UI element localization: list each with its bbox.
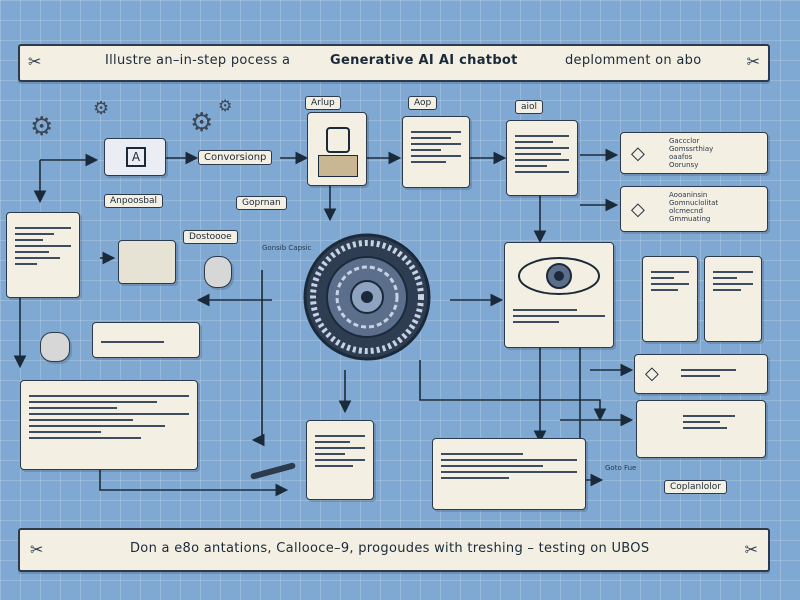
laptop-icon: A [104, 138, 166, 176]
scissors-icon: ✂ [746, 52, 760, 71]
robot-document-card [307, 112, 367, 186]
right-card-1: ◇ Gaccclor Gomssrthiay oaafos Oorunsy [620, 132, 768, 174]
connector [251, 270, 265, 447]
folder-stack [118, 240, 176, 284]
diamond-icon: ◇ [631, 199, 645, 220]
right-card-3: ◇ [634, 354, 768, 394]
code-editor-panel [20, 380, 198, 470]
label-aop: Aop [408, 96, 438, 110]
right-card-1-text: Gaccclor Gomssrthiay oaafos Oorunsy [669, 137, 714, 169]
scissors-icon: ✂ [28, 52, 42, 71]
header-banner: ✂ Illustre an–in-step pocess a Generativ… [18, 44, 770, 82]
gear-icon: ⚙ [190, 108, 214, 138]
label-aiol: aiol [515, 100, 544, 114]
code-panel [6, 212, 80, 298]
gear-icon: ⚙ [30, 112, 54, 142]
diamond-icon: ◇ [631, 143, 645, 164]
header-title-left: Illustre an–in-step pocess a [105, 53, 291, 68]
document-card [402, 116, 470, 188]
eye-panel [504, 242, 614, 348]
neural-core-icon [303, 233, 431, 361]
connector [419, 360, 607, 422]
gear-icon: ⚙ [218, 96, 233, 115]
phone-panel [704, 256, 762, 342]
header-title-mid: Generative AI AI chatbot [330, 53, 518, 68]
label-goprnan: Goprnan [236, 196, 287, 210]
scissors-icon: ✂ [30, 540, 44, 559]
label-anpoosbal: Anpoosbal [104, 194, 164, 208]
right-card-2-text: Aooaninsin Gomnuclolitat olcmecnd Gmmuat… [669, 191, 719, 223]
label-copanloior: Coplanlolor [664, 480, 727, 494]
eye-icon [518, 257, 600, 295]
label-fue: Goto Fue [605, 464, 637, 472]
document-card [506, 120, 578, 196]
phone-panel [642, 256, 698, 342]
label-capsule: Gonsib Capsic [262, 244, 312, 252]
browser-panel [432, 438, 586, 510]
label-dostoooe: Dostoooe [183, 230, 238, 244]
header-title-right: deplomment on abo [565, 53, 702, 68]
right-card-4 [636, 400, 766, 458]
database-icon [204, 256, 232, 288]
document-card [306, 420, 374, 500]
right-card-2: ◇ Aooaninsin Gomnuclolitat olcmecnd Gmmu… [620, 186, 768, 232]
input-panel [92, 322, 200, 358]
database-icon [40, 332, 70, 362]
footer-banner: ✂ Don a e8o antations, Callooce–9, progo… [18, 528, 770, 572]
gear-icon: ⚙ [93, 98, 110, 119]
scissors-icon: ✂ [744, 540, 758, 559]
diamond-icon: ◇ [645, 363, 659, 384]
label-artiup: Arlup [305, 96, 341, 110]
footer-text: Don a e8o antations, Callooce–9, progoud… [130, 541, 650, 556]
label-conversion: Convorsionp [198, 150, 273, 165]
